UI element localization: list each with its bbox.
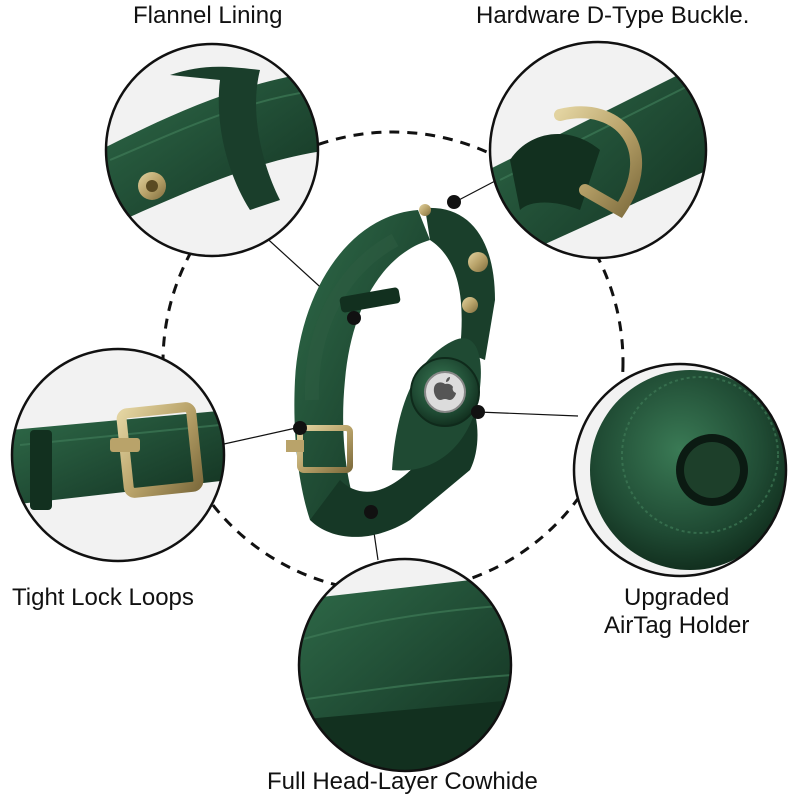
airtag-holder-label: Upgraded AirTag Holder <box>604 584 749 639</box>
cowhide-strap-detail <box>297 557 513 773</box>
tight-lock-loops-detail <box>10 347 226 563</box>
collar-illustration <box>286 195 495 537</box>
roller-buckle-icon <box>116 402 204 498</box>
apple-logo-icon <box>433 377 456 400</box>
airtag-holder-detail <box>572 362 788 578</box>
brass-rivet <box>462 297 478 313</box>
flannel-lining-detail <box>104 42 320 258</box>
flannel-lining-label: Flannel Lining <box>133 2 283 29</box>
full-cowhide-label: Full Head-Layer Cowhide <box>267 768 538 795</box>
airtag-holder-label-line1: Upgraded <box>623 584 730 611</box>
hardware-buckle-label: Hardware D-Type Buckle. <box>476 2 750 29</box>
brass-rivet <box>468 252 488 272</box>
brass-rivet <box>419 204 431 216</box>
tight-lock-loops-label: Tight Lock Loops <box>12 584 194 611</box>
airtag-holder-label-line2: AirTag Holder <box>604 611 750 639</box>
d-ring-buckle-detail <box>488 40 708 260</box>
d-ring-icon <box>554 106 643 218</box>
